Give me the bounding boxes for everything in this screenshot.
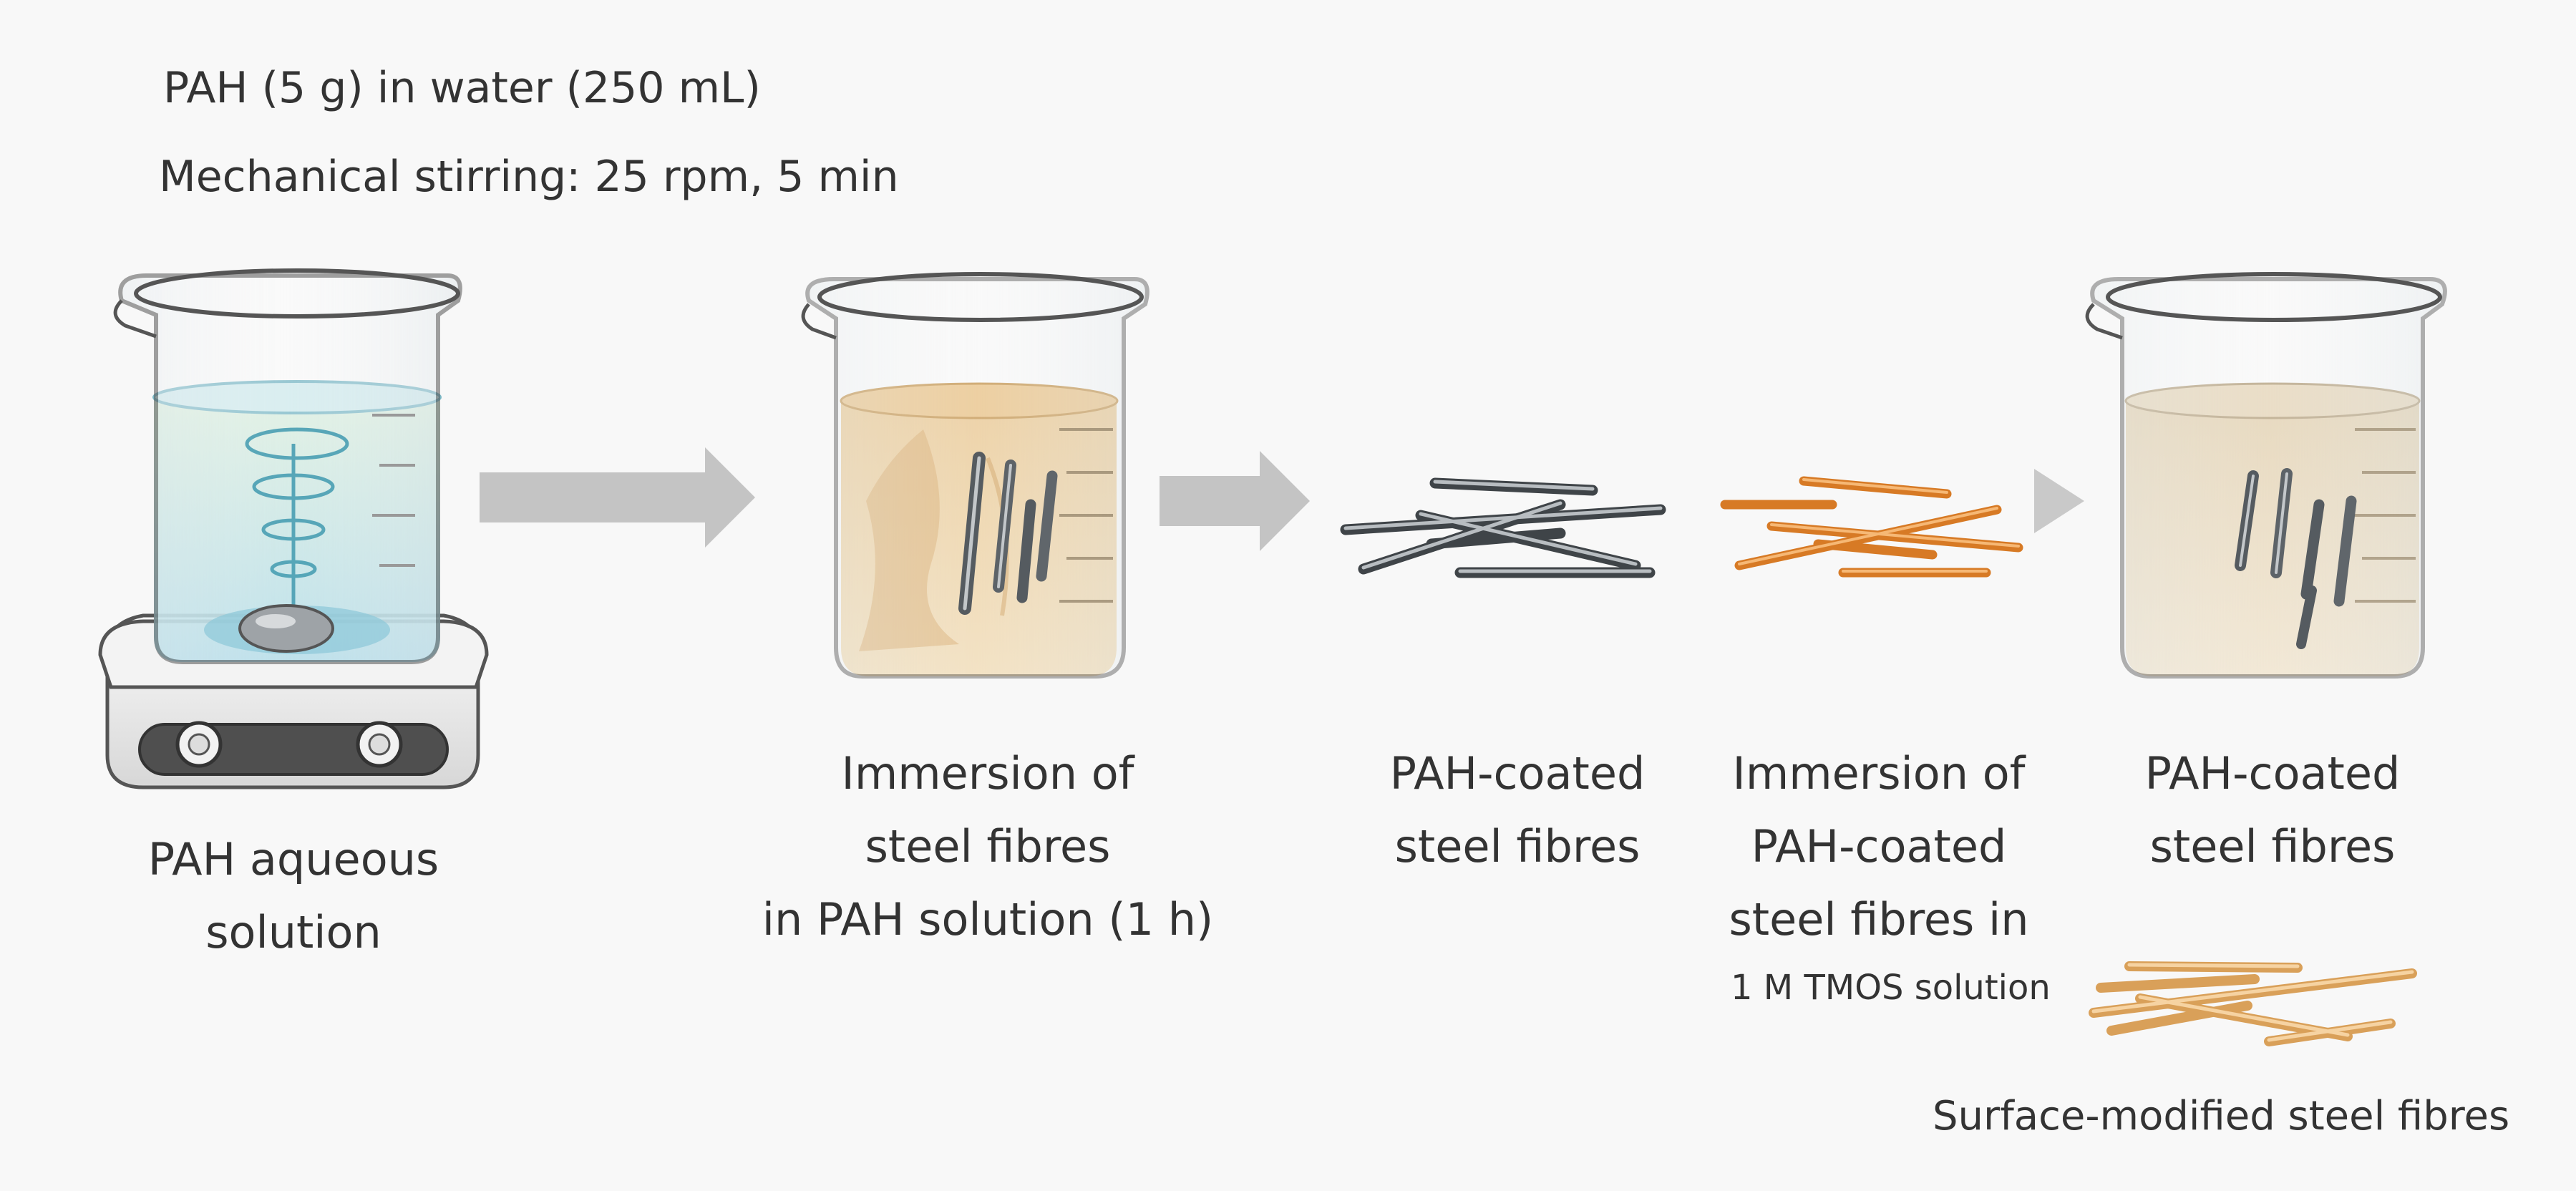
steel-fibres-icon <box>1720 476 2023 578</box>
caption-line: in PAH solution (1 h) <box>762 893 1214 945</box>
arrow-right-icon <box>480 447 755 548</box>
arrow-right-icon <box>2034 469 2084 533</box>
step3-caption: PAH-coated steel fibres <box>1346 737 1689 883</box>
steel-fibres-icon <box>2235 468 2357 649</box>
step2-caption: Immersion of steel fibres in PAH solutio… <box>723 737 1253 956</box>
caption-line: PAH-coated <box>1389 747 1646 799</box>
caption-line: solution <box>205 906 381 958</box>
caption-line: PAH-coated <box>2144 747 2401 799</box>
step4-caption: Immersion of PAH-coated steel fibres in <box>1703 737 2054 956</box>
step4-subcaption: 1 M TMOS solution <box>1731 968 2051 1008</box>
steel-fibres-icon <box>958 452 1058 615</box>
knob-icon <box>175 721 223 768</box>
caption-line: steel fibres <box>2149 820 2396 872</box>
caption-line: Immersion of <box>1732 747 2026 799</box>
caption-line: PAH-coated <box>1751 820 2007 872</box>
stir-bar-icon <box>238 604 334 653</box>
caption-line: Immersion of <box>841 747 1134 799</box>
steel-fibres-icon <box>2089 961 2417 1046</box>
knob-icon <box>356 721 403 768</box>
step1-caption: PAH aqueous solution <box>93 823 494 969</box>
arrow-right-icon <box>1160 451 1310 551</box>
caption-line: steel fibres <box>1394 820 1641 872</box>
header-stirring: Mechanical stirring: 25 rpm, 5 min <box>159 152 899 202</box>
step5-caption: PAH-coated steel fibres <box>2097 737 2448 883</box>
caption-line: steel fibres in <box>1729 893 2029 945</box>
footer-label: Surface-modified steel fibres <box>1933 1093 2510 1139</box>
beaker-icon <box>113 268 462 664</box>
header-concentration: PAH (5 g) in water (250 mL) <box>163 63 761 113</box>
beaker-icon <box>2085 272 2447 679</box>
caption-line: steel fibres <box>865 820 1111 872</box>
steel-fibres-icon <box>1340 477 1666 578</box>
beaker-icon <box>801 272 1150 679</box>
caption-line: PAH aqueous <box>147 833 439 885</box>
